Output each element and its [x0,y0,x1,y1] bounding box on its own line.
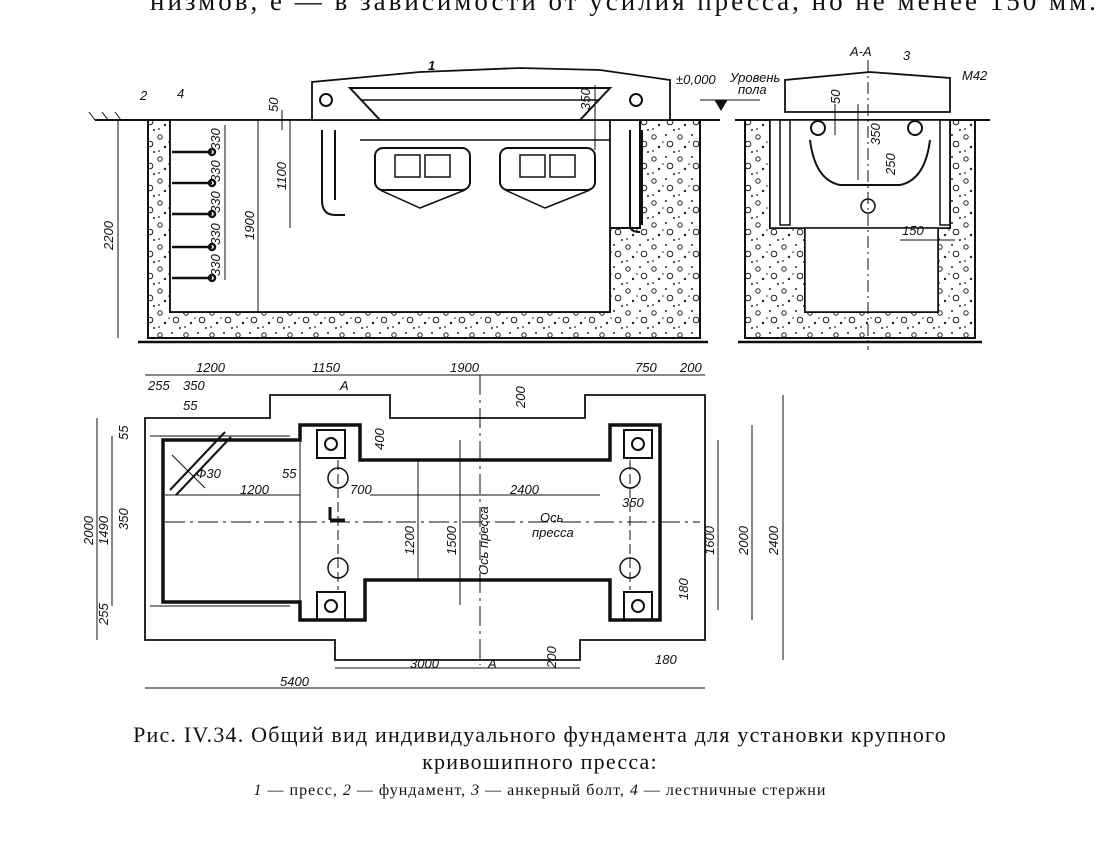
dim-55-top: 55 [183,398,198,413]
dim-2400-right: 2400 [766,525,781,556]
dim-750: 750 [635,360,657,375]
dim-1490: 1490 [96,515,111,545]
dim-700: 700 [350,482,372,497]
dim-50-right: 50 [828,89,843,104]
label-item-2: 2 [139,88,148,103]
dim-330-4: 330 [208,223,223,245]
dim-55-mid: 55 [282,466,297,481]
dim-1200-vertical: 1200 [402,525,417,555]
dim-1900-left: 1900 [242,210,257,240]
dim-200-right-top: 200 [513,386,528,409]
dim-1900-top: 1900 [450,360,480,375]
label-diameter: Ф30 [196,466,222,481]
dim-350-top: 350 [183,378,205,393]
dim-255-left: 255 [96,603,111,626]
dim-2000-left: 2000 [81,515,96,546]
floor-level-text-2: пола [738,82,767,97]
dim-350-mid: 350 [622,495,644,510]
dim-350-left: 350 [116,508,131,530]
section-a-a-view [735,60,990,350]
plan-view [96,374,784,689]
legend-num-4: 4 [629,782,639,799]
dim-2000-right: 2000 [736,525,751,556]
front-section-view [88,67,720,344]
dim-350-left: 350 [578,88,593,110]
legend-num-3: 3 [471,782,481,799]
legend-text-1: — пресс, [267,782,338,799]
dim-330-2: 330 [208,160,223,182]
floor-level-text-1: Уровень [729,70,781,85]
figure-caption-line-2: кривошипного пресса: [422,749,658,774]
dim-5400: 5400 [280,674,310,689]
dim-330-1: 330 [208,128,223,150]
dim-1200-mid: 1200 [240,482,270,497]
legend-num-1: 1 [253,782,263,799]
dim-1150: 1150 [312,360,341,375]
dim-400: 400 [372,428,387,450]
dim-50-left: 50 [266,97,281,112]
top-text-line: низмов, е — в зависимости от усилия прес… [150,0,1099,16]
dim-180-vertical: 180 [676,578,691,600]
cut-mark-a-top: А [339,378,349,393]
legend-text-3: — анкерный болт, [485,782,625,799]
dim-255-top: 255 [147,378,170,393]
dim-180-bottom: 180 [655,652,677,667]
dim-250: 250 [883,153,898,176]
dim-150: 150 [902,223,924,238]
label-axis-press-vertical: Ось пресса [476,506,491,575]
figure-caption-line-1: Рис. IV.34. Общий вид индивидуального фу… [133,722,947,747]
page: низмов, е — в зависимости от усилия прес… [40,0,1096,800]
foundation-drawing: 1 2 4 2200 1900 1100 50 350 330 330 330 … [81,44,990,689]
section-title-a-a: А-А [849,44,872,59]
dim-1500: 1500 [444,525,459,555]
label-axis-os: Ось [540,510,564,525]
label-bolt-m42: М42 [962,68,988,83]
dim-3000: 3000 [410,656,440,671]
dim-1600: 1600 [702,525,717,555]
dim-330-3: 330 [208,191,223,213]
dim-2200: 2200 [101,220,116,251]
label-item-4: 4 [177,86,184,101]
figure-legend: 1 — пресс, 2 — фундамент, 3 — анкерный б… [40,782,1040,800]
dim-200-top: 200 [679,360,702,375]
label-axis-pressa: пресса [532,525,574,540]
legend-text-2: — фундамент, [356,782,467,799]
label-item-1: 1 [428,58,435,73]
label-item-3: 3 [903,48,911,63]
legend-num-2: 2 [342,782,352,799]
floor-level-mark: ±0,000 [676,72,716,87]
dim-55-left: 55 [116,425,131,440]
dim-330-5: 330 [208,254,223,276]
cut-mark-a-bottom: А [487,656,497,671]
dim-2400-mid: 2400 [509,482,540,497]
dim-1200-top: 1200 [196,360,226,375]
dim-200-bottom: 200 [544,646,559,669]
legend-text-4: — лестничные стержни [643,782,827,799]
dim-1100: 1100 [274,161,289,190]
dim-350-right: 350 [868,123,883,145]
